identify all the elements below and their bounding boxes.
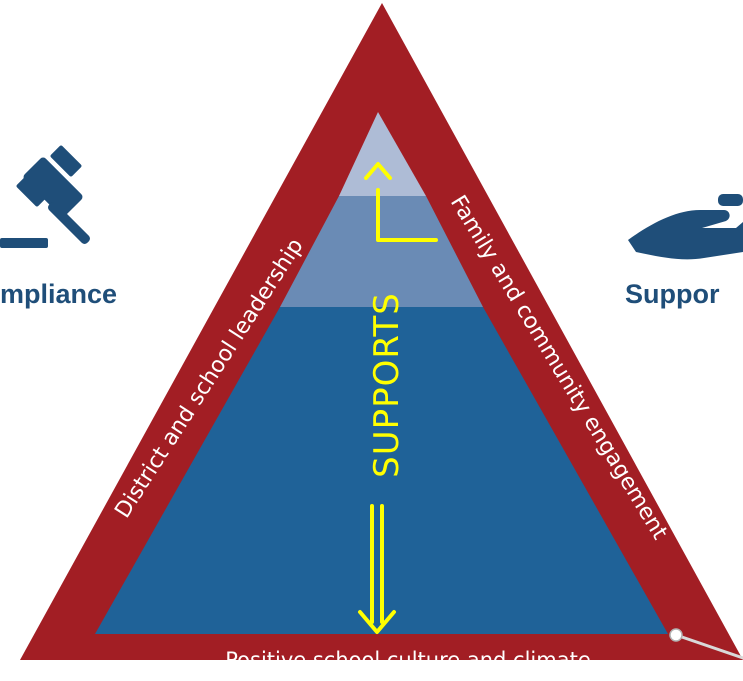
tier-top — [339, 112, 426, 196]
supports-label: SUPPORTS — [367, 292, 407, 478]
base-label: Positive school culture and climate — [225, 648, 591, 672]
right-pillar-label: Suppor — [625, 279, 720, 309]
arrow-down-shaft — [370, 504, 384, 624]
connector-dot — [669, 628, 683, 642]
left-pillar-label: mpliance — [0, 279, 117, 309]
gavel-icon — [0, 145, 90, 248]
arrow-down-head — [358, 610, 396, 634]
tier-base — [95, 307, 668, 634]
supports-arrows — [358, 162, 438, 634]
connector-line — [675, 633, 743, 660]
arrow-up-head — [364, 162, 392, 180]
open-hand-icon — [628, 194, 743, 260]
tier-middle — [280, 196, 483, 307]
arrow-up — [376, 188, 438, 242]
